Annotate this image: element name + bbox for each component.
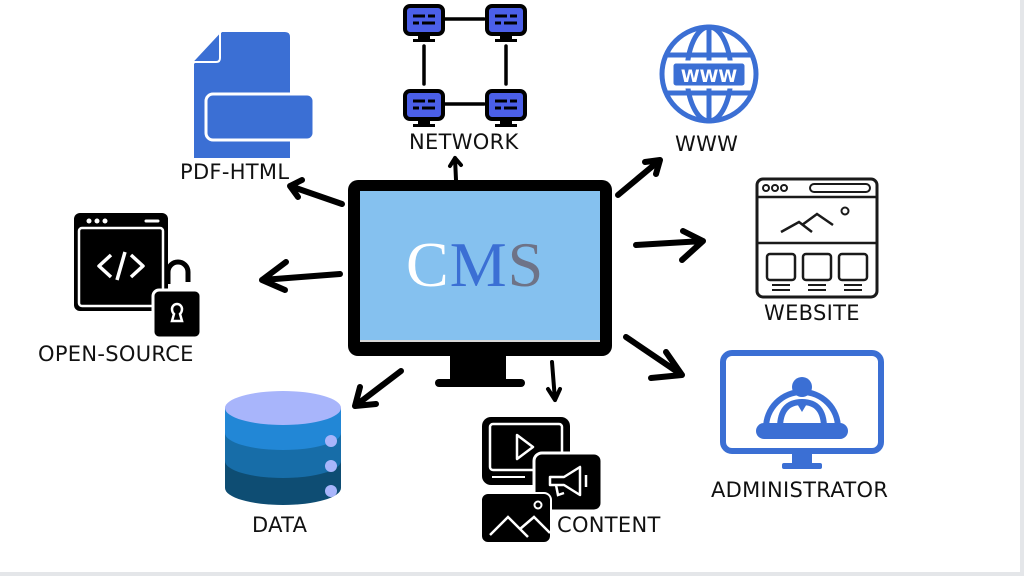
arrow-to-website xyxy=(633,228,706,263)
arrow-to-data xyxy=(352,368,404,409)
website-layout-icon xyxy=(755,177,879,299)
node-data: DATA xyxy=(222,388,352,538)
node-administrator: ADMINISTRATOR xyxy=(710,350,920,505)
image-photo-icon xyxy=(480,492,552,544)
cms-title: CMS xyxy=(406,228,544,302)
computer-icon-tl xyxy=(403,4,445,42)
arrow-to-administrator xyxy=(623,334,685,381)
node-website: WEBSITE xyxy=(755,177,885,332)
admin-monitor-icon xyxy=(720,350,884,469)
computer-icon-tr xyxy=(485,4,527,42)
label-website: WEBSITE xyxy=(764,301,860,325)
media-content-icon xyxy=(480,417,604,544)
arrow-to-content xyxy=(546,360,562,402)
label-content: CONTENT xyxy=(557,513,661,537)
node-content: CONTENT xyxy=(480,415,680,544)
label-data: DATA xyxy=(252,513,308,537)
node-open-source: OPEN-SOURCE xyxy=(38,212,228,372)
network-computers-icon xyxy=(403,4,527,127)
cms-letter-c: C xyxy=(406,229,450,300)
cms-letter-m: M xyxy=(449,229,508,300)
arrow-to-open-source xyxy=(259,259,343,293)
label-open-source: OPEN-SOURCE xyxy=(38,342,194,366)
globe-www-text: WWW xyxy=(681,67,738,87)
globe-www-icon: WWW xyxy=(659,24,759,124)
cms-letter-s: S xyxy=(507,229,545,300)
code-unlock-icon xyxy=(74,213,203,340)
cms-monitor: CMS xyxy=(348,180,612,392)
arrow-to-network xyxy=(448,156,463,182)
database-icon xyxy=(225,391,341,505)
computer-icon-br xyxy=(485,89,527,127)
computer-icon-bl xyxy=(403,89,445,127)
arrow-to-pdf-html xyxy=(287,177,345,207)
unlocked-padlock-icon xyxy=(151,259,203,340)
label-administrator: ADMINISTRATOR xyxy=(711,478,889,502)
node-network: NETWORK xyxy=(400,2,540,162)
monitor-icon xyxy=(348,180,612,387)
label-www: WWW xyxy=(675,132,739,156)
node-pdf-html: PDF-HTML xyxy=(180,29,320,184)
node-www: WWW WWW xyxy=(655,22,765,162)
file-document-icon xyxy=(189,29,316,158)
arrow-to-www xyxy=(615,157,663,198)
label-pdf-html: PDF-HTML xyxy=(180,160,290,184)
code-window-icon xyxy=(74,213,168,311)
label-network: NETWORK xyxy=(409,130,519,154)
